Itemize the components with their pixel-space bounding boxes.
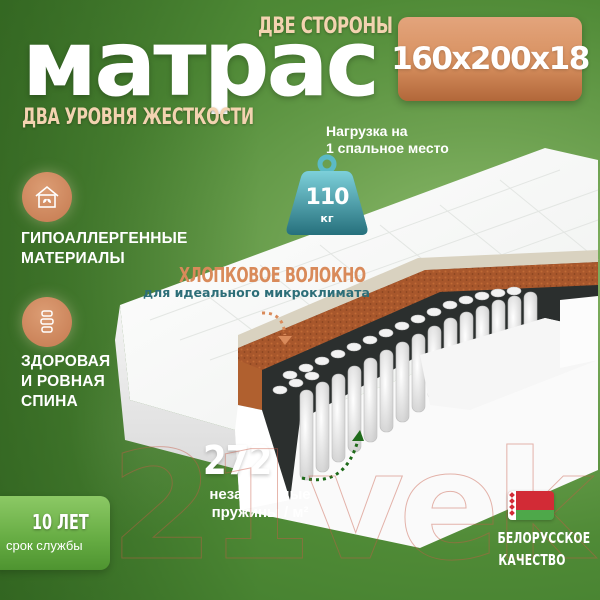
- feature-hypoallergenic: ГИПОАЛЛЕРГЕННЫЕ МАТЕРИАЛЫ: [21, 230, 188, 267]
- feature-healthy-spine: ЗДОРОВАЯ И РОВНАЯ СПИНА: [21, 353, 111, 410]
- subtitle-two-firmness-levels: ДВА УРОВНЯ ЖЕСТКОСТИ: [22, 105, 254, 130]
- warranty-label: срок службы: [6, 538, 83, 553]
- springs-label: независимые пружины / м²: [209, 486, 311, 521]
- warranty-badge: 10 ЛЕТ срок службы: [0, 496, 110, 570]
- cotton-fiber-sublabel: для идеального микроклимата: [143, 285, 370, 300]
- weight-value: 110: [305, 185, 350, 210]
- eco-house-leaf-icon: [22, 172, 72, 222]
- load-label: Нагрузка на 1 спальное место: [326, 123, 449, 156]
- size-value: 160x200x18: [391, 41, 590, 77]
- weight-unit: кг: [320, 212, 334, 225]
- cotton-fiber-label: ХЛОПКОВОЕ ВОЛОКНО: [179, 263, 366, 287]
- belarus-flag-icon: [508, 491, 554, 520]
- weight-badge: 110 кг: [287, 155, 367, 235]
- spine-icon: [22, 297, 72, 347]
- subtitle-two-sides: ДВЕ СТОРОНЫ: [258, 14, 393, 39]
- origin-quality-label: БЕЛОРУССКОЕ КАЧЕСТВО: [497, 529, 591, 569]
- page-title: матрас: [22, 10, 380, 117]
- size-badge: 160x200x18: [391, 17, 590, 101]
- springs-count: 272: [203, 438, 272, 484]
- warranty-years: 10 ЛЕТ: [32, 510, 89, 534]
